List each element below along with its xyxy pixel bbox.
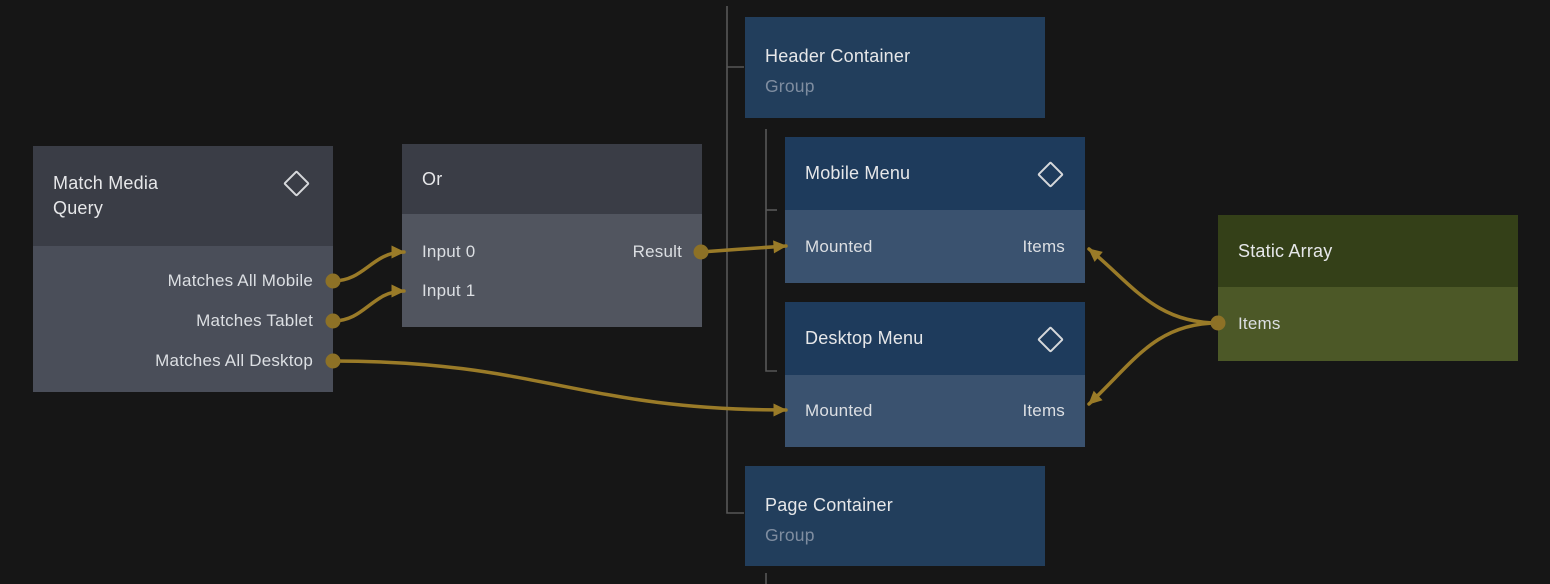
node-page-container[interactable]: Page Container Group [745,466,1045,566]
node-title: Page Container [765,495,893,515]
diamond-icon [1037,326,1064,353]
edge-static-items-to-desktop-items[interactable] [1087,321,1220,406]
node-static-array[interactable]: Static Array Items [1218,215,1518,361]
node-header: Mobile Menu [785,137,1085,210]
edge-result-to-mobile-mounted[interactable] [699,240,788,254]
port-row[interactable]: Mounted Items [785,401,1085,421]
edge-matches-all-desktop-to-desktop-mounted[interactable] [331,359,788,417]
edge-matches-all-mobile-to-input-0[interactable] [331,245,406,283]
node-body: Mounted Items [785,375,1085,447]
input-port-label: Items [1022,401,1065,420]
node-header: Desktop Menu [785,302,1085,375]
edge-static-items-to-mobile-items[interactable] [1087,247,1220,325]
output-port-label: Matches All Desktop [155,351,313,370]
node-desktop-menu[interactable]: Desktop Menu Mounted Items [785,302,1085,447]
node-header: Or [402,144,702,214]
output-port-row[interactable]: Matches All Desktop [33,341,333,381]
node-subtitle: Group [765,525,815,545]
port-row[interactable]: Input 0 Result [402,232,702,271]
node-match-media-query[interactable]: Match Media Query Matches All Mobile Mat… [33,146,333,392]
diamond-icon [283,170,310,197]
node-subtitle: Group [765,76,815,96]
node-mobile-menu[interactable]: Mobile Menu Mounted Items [785,137,1085,283]
output-port-row[interactable]: Items [1218,314,1518,334]
input-port-label: Mounted [805,236,873,256]
node-title: Desktop Menu [805,328,924,348]
node-title: Match Media Query [53,173,159,218]
port-row[interactable]: Mounted Items [785,237,1085,257]
input-port-label: Input 0 [422,241,476,261]
input-port-label: Mounted [805,401,873,420]
node-header: Match Media Query [33,146,333,246]
port-row[interactable]: Input 1 [402,271,702,310]
output-port-row[interactable]: Matches Tablet [33,301,333,341]
node-title: Static Array [1238,240,1333,261]
output-port-label: Matches All Mobile [167,271,313,290]
input-port-label: Input 1 [422,280,476,300]
node-title: Or [422,168,443,189]
node-header-container[interactable]: Header Container Group [745,17,1045,118]
node-body: Matches All Mobile Matches Tablet Matche… [33,246,333,392]
output-port-label: Result [632,241,682,261]
edge-matches-tablet-to-input-1[interactable] [331,284,406,323]
output-port-label: Items [1238,314,1281,333]
output-port-label: Matches Tablet [196,311,313,330]
node-body: Input 0 Result Input 1 [402,214,702,327]
node-or[interactable]: Or Input 0 Result Input 1 [402,144,702,327]
input-port-label: Items [1022,236,1065,256]
diamond-icon [1037,161,1064,188]
node-header: Static Array [1218,215,1518,287]
hierarchy-line-header-children [765,129,777,372]
node-title: Mobile Menu [805,163,911,183]
output-port-row[interactable]: Matches All Mobile [33,261,333,301]
node-body: Mounted Items [785,210,1085,283]
node-title: Header Container [765,46,911,66]
node-body: Items [1218,287,1518,361]
hierarchy-line-root [726,6,744,514]
